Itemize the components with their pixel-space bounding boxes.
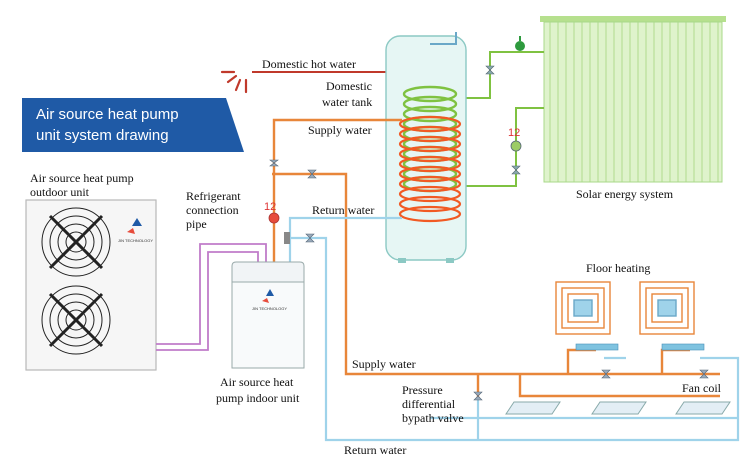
pressure-differential-bypass-valve: Pressure differential bypath valve: [402, 383, 483, 425]
refrigerant-label-3: pipe: [186, 217, 207, 231]
floor-heating-manifold-left: [575, 343, 619, 351]
supply-water-top-label: Supply water: [308, 123, 372, 137]
fan-coil-label: Fan coil: [682, 381, 722, 395]
svg-text:12: 12: [264, 201, 276, 213]
water-valve-icons: [269, 159, 709, 379]
domestic-water-tank: Domestic water tank: [322, 32, 467, 263]
solar-valve-icon: [485, 65, 521, 175]
refrigerant-label-1: Refrigerant: [186, 189, 241, 203]
return-water-pipes: [288, 216, 740, 442]
brand-logo-icon: JIN TECHNOLOGY: [118, 218, 153, 243]
indoor-unit-top: [231, 261, 305, 283]
expansion-vessel-icon: 12: [264, 201, 290, 244]
indoor-unit-label-1: Air source heat: [220, 375, 294, 389]
brand-logo-text: JIN TECHNOLOGY: [252, 306, 287, 311]
solar-expansion-vessel-icon: 12: [508, 127, 522, 152]
domestic-hot-water-label: Domestic hot water: [262, 57, 356, 71]
title-banner: Air source heat pump unit system drawing: [22, 98, 244, 152]
solar-panel-header: [540, 16, 726, 22]
solar-energy-system: Solar energy system: [540, 16, 726, 201]
indoor-unit: JIN TECHNOLOGY Air source heat pump indo…: [216, 261, 305, 405]
pressure-valve-label-2: differential: [402, 397, 456, 411]
supply-water-bottom-label: Supply water: [352, 357, 416, 371]
indoor-unit-body: [231, 281, 305, 369]
solar-pump-icon: [515, 36, 525, 51]
outdoor-unit-label-1: Air source heat pump: [30, 171, 134, 185]
outdoor-fan-icon: [41, 285, 111, 355]
outdoor-unit: Air source heat pump outdoor unit JIN TE…: [25, 171, 157, 371]
domestic-water-tank-label-1: Domestic: [326, 79, 372, 93]
bypass-valve-icon: [473, 391, 483, 401]
solar-energy-system-label: Solar energy system: [576, 187, 674, 201]
return-water-top-label: Return water: [312, 203, 374, 217]
refrigerant-label-2: connection: [186, 203, 239, 217]
return-water-bottom-label: Return water: [344, 443, 406, 457]
solar-panel: [543, 21, 723, 183]
refrigerant-connection-pipes: [156, 243, 267, 351]
hot-water-spray-icon: [220, 70, 248, 94]
floor-heating-label: Floor heating: [586, 261, 650, 275]
brand-logo-icon: JIN TECHNOLOGY: [252, 289, 287, 311]
domestic-water-tank-label-2: water tank: [322, 95, 372, 109]
title-line-2: unit system drawing: [36, 127, 169, 144]
outdoor-unit-label-2: outdoor unit: [30, 185, 90, 199]
fan-coil-unit-1: [505, 401, 561, 415]
floor-heating-manifold-right: [661, 343, 705, 351]
pressure-valve-label-3: bypath valve: [402, 411, 464, 425]
heat-pump-heating-coil: [398, 115, 462, 223]
floor-heating-coil-left: [555, 281, 611, 335]
solar-loop-pipes: [462, 51, 544, 187]
pressure-valve-label-1: Pressure: [402, 383, 443, 397]
domestic-hot-water-outlet: Domestic hot water: [220, 57, 393, 94]
svg-text:12: 12: [508, 127, 520, 139]
fan-coil-unit-3: [675, 401, 731, 415]
outdoor-fan-icon: [41, 207, 111, 277]
brand-logo-text: JIN TECHNOLOGY: [118, 238, 153, 243]
indoor-unit-label-2: pump indoor unit: [216, 391, 300, 405]
fan-coil-units: Fan coil: [505, 381, 731, 415]
floor-heating: Floor heating: [555, 261, 705, 351]
floor-heating-coil-right: [639, 281, 695, 335]
fan-coil-unit-2: [591, 401, 647, 415]
title-background: [22, 98, 244, 152]
title-line-1: Air source heat pump: [36, 106, 179, 123]
